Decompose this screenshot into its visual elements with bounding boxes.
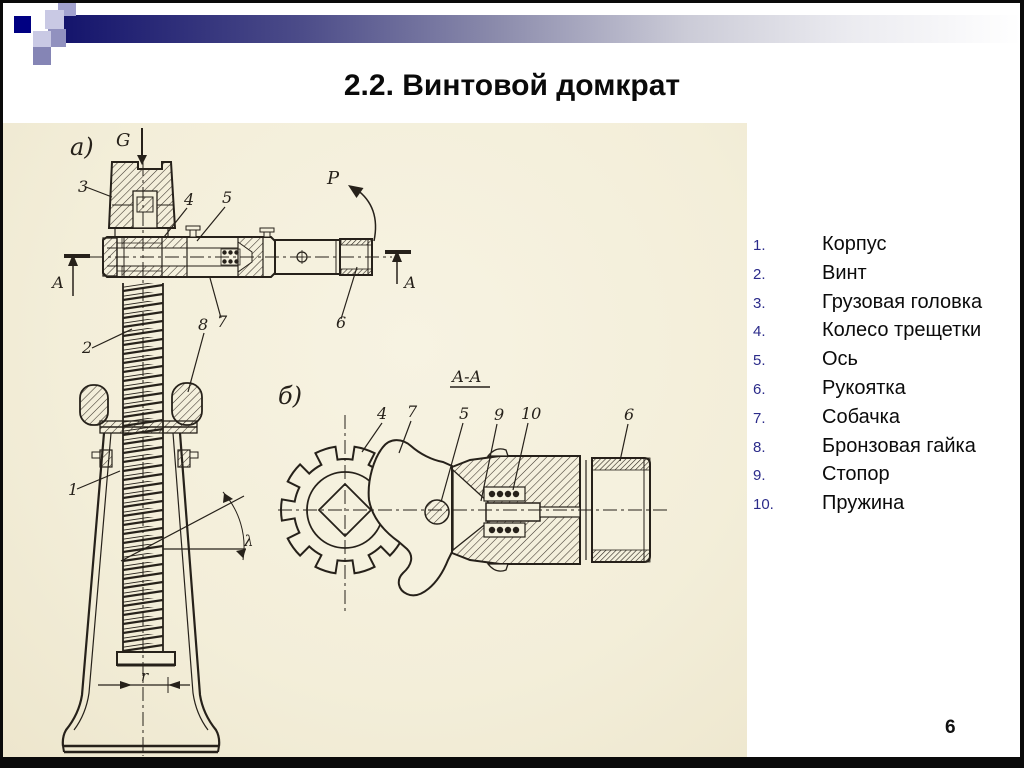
list-item-number: 2. xyxy=(753,265,766,283)
list-item-number: 9. xyxy=(753,467,766,485)
list-item-label: Рукоятка xyxy=(822,376,906,399)
list-item-label: Собачка xyxy=(822,405,900,428)
view-a-drawing xyxy=(61,128,411,756)
force-p-label: P xyxy=(326,168,340,189)
list-item: 8. Бронзовая гайка xyxy=(753,435,1003,464)
page-title: 2.2. Винтовой домкрат xyxy=(343,69,681,102)
cut-a-left-label: А xyxy=(51,273,64,292)
callout-6a: 6 xyxy=(336,313,346,332)
callout-4b: 4 xyxy=(376,404,387,423)
view-b-drawing xyxy=(278,386,668,613)
list-item-label: Стопор xyxy=(822,463,890,486)
list-item: 7. Собачка xyxy=(753,406,1003,435)
list-item-number: 10. xyxy=(753,496,774,514)
cut-a-right-label: А xyxy=(403,273,416,292)
list-item-label: Колесо трещетки xyxy=(822,319,982,342)
callout-8: 8 xyxy=(198,315,208,334)
deco-square xyxy=(45,10,64,29)
callout-5b: 5 xyxy=(459,404,469,423)
list-item: 10. Пружина xyxy=(753,492,1003,521)
callout-1: 1 xyxy=(68,480,78,499)
list-item: 1. Корпус xyxy=(753,233,1003,262)
callout-9: 9 xyxy=(494,405,504,424)
deco-square xyxy=(33,47,51,65)
view-b-label: б) xyxy=(278,382,302,410)
page-number: 6 xyxy=(945,717,956,738)
list-item: 6. Рукоятка xyxy=(753,377,1003,406)
callout-4a: 4 xyxy=(183,190,194,209)
list-item-number: 3. xyxy=(753,294,766,312)
list-item-label: Ось xyxy=(822,348,858,371)
frame-border xyxy=(0,757,1024,768)
frame-border xyxy=(0,0,1024,3)
callout-6b: 6 xyxy=(624,405,634,424)
deco-square xyxy=(48,29,66,47)
list-item-number: 7. xyxy=(753,409,766,427)
parts-list: 1. Корпус 2. Винт 3. Грузовая головка 4.… xyxy=(753,233,1003,521)
view-a-label: а) xyxy=(70,133,94,161)
list-item-label: Пружина xyxy=(822,492,905,515)
frame-border xyxy=(1020,0,1024,768)
list-item-number: 4. xyxy=(753,323,766,341)
callout-2: 2 xyxy=(81,338,92,357)
frame-border xyxy=(0,0,3,768)
deco-square xyxy=(14,16,31,33)
callout-7b: 7 xyxy=(407,402,418,421)
list-item: 2. Винт xyxy=(753,262,1003,291)
section-aa-label: А-А xyxy=(451,367,482,386)
list-item-number: 5. xyxy=(753,352,766,370)
callout-5a: 5 xyxy=(222,188,232,207)
list-item: 3. Грузовая головка xyxy=(753,291,1003,320)
list-item: 4. Колесо трещетки xyxy=(753,319,1003,348)
callout-10: 10 xyxy=(521,404,541,423)
list-item: 9. Стопор xyxy=(753,463,1003,492)
list-item-label: Грузовая головка xyxy=(822,290,983,313)
list-item-label: Винт xyxy=(822,261,867,284)
figure-labels: а) G 3 4 5 P А А 8 7 2 6 1 λ r б) А-А 4 … xyxy=(51,130,634,685)
list-item: 5. Ось xyxy=(753,348,1003,377)
jack-figure-scan: а) G 3 4 5 P А А 8 7 2 6 1 λ r б) А-А 4 … xyxy=(3,123,747,757)
list-item-label: Корпус xyxy=(822,233,887,255)
callout-7a: 7 xyxy=(217,312,228,331)
lambda-label: λ xyxy=(243,532,254,550)
deco-square xyxy=(33,31,51,49)
callout-3: 3 xyxy=(78,177,88,196)
list-item-label: Бронзовая гайка xyxy=(822,434,976,457)
radius-label: r xyxy=(141,667,149,685)
force-g-label: G xyxy=(116,130,130,151)
list-item-number: 6. xyxy=(753,380,766,398)
list-item-number: 8. xyxy=(753,438,766,456)
list-item-number: 1. xyxy=(753,237,766,254)
jack-figure: а) G 3 4 5 P А А 8 7 2 6 1 λ r б) А-А 4 … xyxy=(51,128,668,756)
header-gradient-bar xyxy=(62,15,1021,43)
